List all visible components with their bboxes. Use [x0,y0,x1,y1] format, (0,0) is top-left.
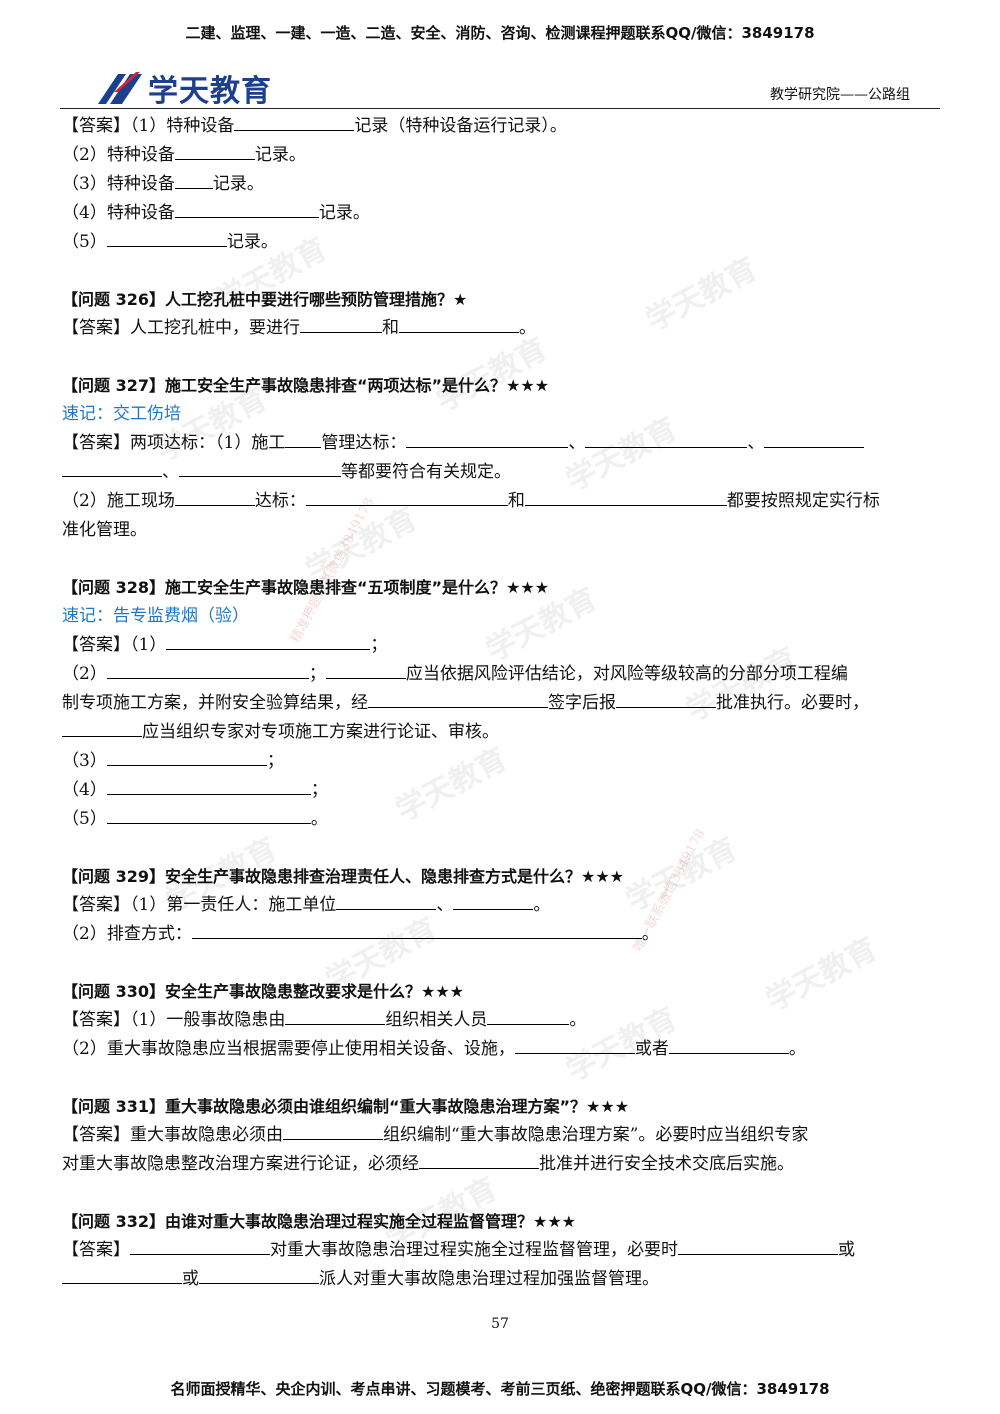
memo-327: 速记：交工伤培 [62,404,181,424]
question-327: 【问题 327】施工安全生产事故隐患排查“两项达标”是什么？★★★ [62,376,550,395]
question-330: 【问题 330】安全生产事故隐患整改要求是什么？★★★ [62,982,465,1001]
page-number: 57 [491,1316,509,1332]
footer-banner: 名师面授精华、央企内训、考点串讲、习题模考、考前三页纸、绝密押题联系QQ/微信：… [170,1380,830,1398]
logo-icon [98,72,142,104]
answer-328-line-5: （3）； [62,747,940,776]
answer-331-line-1: 【答案】重大事故隐患必须由组织编制“重大事故隐患治理方案”。必要时应当组织专家 [62,1121,940,1150]
answer-327-line-2: 、等都要符合有关规定。 [62,458,940,487]
answer-326: 【答案】人工挖孔桩中，要进行和。 [62,314,940,343]
answer-332-line-1: 【答案】对重大事故隐患治理过程实施全过程监督管理，必要时或 [62,1236,940,1265]
department-label: 教学研究院——公路组 [770,87,910,103]
answer-330-line-2: （2）重大事故隐患应当根据需要停止使用相关设备、设施，或者。 [62,1035,940,1064]
answer-325-line-5: （5）记录。 [62,228,940,257]
top-banner: 二建、监理、一建、一造、二造、安全、消防、咨询、检测课程押题联系QQ/微信：38… [185,24,815,42]
question-331: 【问题 331】重大事故隐患必须由谁组织编制“重大事故隐患治理方案”？★★★ [62,1097,630,1116]
logo-text: 学天教育 [148,74,272,109]
answer-328-line-2: （2）；应当依据风险评估结论，对风险等级较高的分部分项工程编 [62,660,940,689]
logo: 学天教育 [96,66,272,110]
answer-332-line-2: 或派人对重大事故隐患治理过程加强监督管理。 [62,1265,940,1294]
question-329: 【问题 329】安全生产事故隐患排查治理责任人、隐患排查方式是什么？★★★ [62,867,625,886]
page-header: 学天教育 教学研究院——公路组 [60,62,940,109]
answer-325-line-2: （2）特种设备记录。 [62,141,940,170]
answer-328-line-3: 制专项施工方案，并附安全验算结果，经签字后报批准执行。必要时， [62,689,940,718]
question-332: 【问题 332】由谁对重大事故隐患治理过程实施全过程监督管理？★★★ [62,1212,577,1231]
answer-327-line-4: 准化管理。 [62,520,147,540]
page-content: 【答案】（1）特种设备记录（特种设备运行记录）。 （2）特种设备记录。 （3）特… [62,112,940,1294]
answer-327-line-3: （2）施工现场达标：和都要按照规定实行标 [62,487,940,516]
question-326: 【问题 326】人工挖孔桩中要进行哪些预防管理措施？★ [62,290,468,309]
answer-325-line-4: （4）特种设备记录。 [62,199,940,228]
question-328: 【问题 328】施工安全生产事故隐患排查“五项制度”是什么？★★★ [62,578,550,597]
answer-327-line-1: 【答案】两项达标：（1）施工管理达标：、、 [62,429,940,458]
answer-330-line-1: 【答案】（1）一般事故隐患由组织相关人员。 [62,1006,940,1035]
answer-329-line-2: （2）排查方式：。 [62,920,940,949]
answer-328-line-1: 【答案】（1）； [62,631,940,660]
answer-329-line-1: 【答案】（1）第一责任人：施工单位、。 [62,891,940,920]
answer-331-line-2: 对重大事故隐患整改治理方案进行论证，必须经批准并进行安全技术交底后实施。 [62,1150,940,1179]
answer-328-line-7: （5）。 [62,805,940,834]
answer-325-line-3: （3）特种设备记录。 [62,170,940,199]
answer-325-line-1: 【答案】（1）特种设备记录（特种设备运行记录）。 [62,112,940,141]
answer-328-line-4: 应当组织专家对专项施工方案进行论证、审核。 [62,718,940,747]
answer-328-line-6: （4）； [62,776,940,805]
memo-328: 速记：告专监费烟（验） [62,606,249,626]
